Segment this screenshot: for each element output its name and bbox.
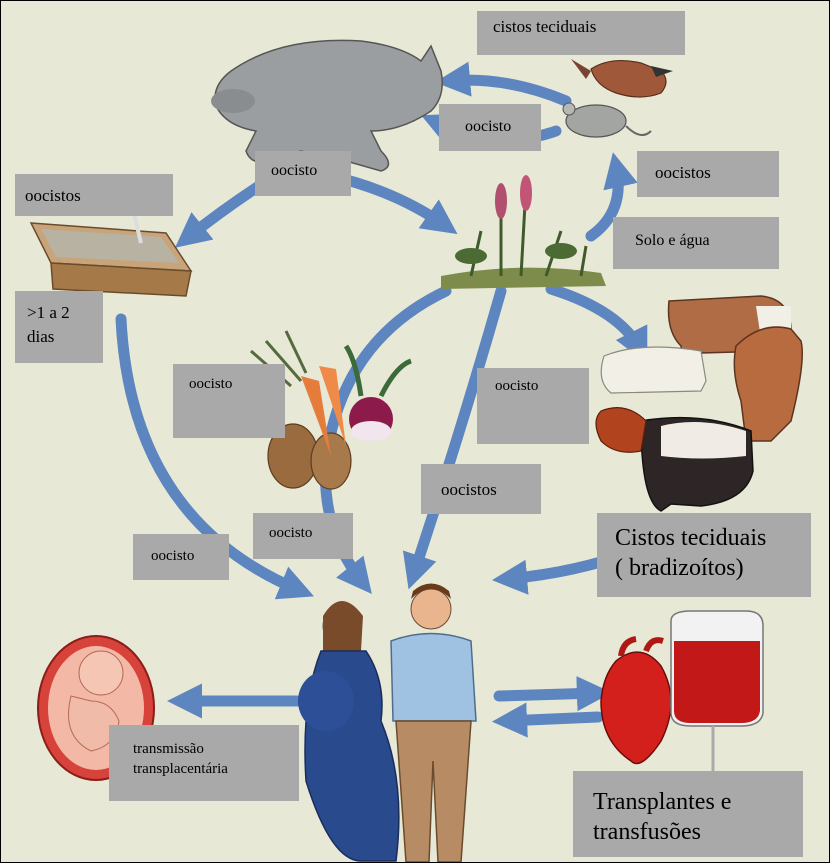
heart-icon xyxy=(601,639,671,764)
label-oocisto-low: oocisto xyxy=(253,513,353,559)
label-oocistos-right: oocistos xyxy=(637,151,779,197)
plants-icon xyxy=(441,175,606,289)
label-text: Solo e água xyxy=(635,232,710,249)
bird-icon xyxy=(571,59,673,97)
label-cistos-teciduais-top: cistos teciduais xyxy=(477,11,685,55)
label-text-line1: transmissão xyxy=(133,739,299,759)
label-text: oocistos xyxy=(25,186,81,205)
label-oocistos-left: oocistos xyxy=(15,174,173,216)
label-text: cistos teciduais xyxy=(493,17,596,36)
label-solo-agua: Solo e água xyxy=(613,217,779,269)
label-text: oocisto xyxy=(495,378,538,394)
label-oocisto-veg: oocisto xyxy=(173,364,285,438)
label-oocisto-rodent: oocisto xyxy=(439,104,541,151)
arrow-humans-to-organs xyxy=(499,693,598,696)
label-cistos-teciduais-main: Cistos teciduais( bradizoítos) xyxy=(597,513,811,597)
label-text: oocisto xyxy=(189,376,232,392)
label-text-line1: >1 a 2 xyxy=(27,301,103,325)
man-icon xyxy=(391,584,476,863)
label-text: oocistos xyxy=(441,480,497,499)
mouse-icon xyxy=(563,103,651,137)
label-oocisto-lowleft: oocisto xyxy=(133,534,229,580)
arrow-organs-to-humans xyxy=(506,717,598,721)
label-text: oocisto xyxy=(269,525,312,541)
label-oocisto-cat: oocisto xyxy=(255,151,351,196)
label-text-line2: dias xyxy=(27,325,103,349)
label-text-line1: Transplantes e xyxy=(593,787,803,817)
label-text: oocisto xyxy=(271,162,317,179)
arrow-cat-to-litter xyxy=(186,186,259,239)
label-text-line2: transplacentária xyxy=(133,759,299,779)
label-oocisto-mid: oocisto xyxy=(477,368,589,444)
blood-bag-icon xyxy=(671,611,763,771)
label-text-line2: ( bradizoítos) xyxy=(615,553,811,583)
label-text: oocistos xyxy=(655,163,711,182)
pregnant-woman-icon xyxy=(298,601,399,861)
label-text-line2: transfusões xyxy=(593,817,803,847)
arrow-soil-to-livestock xyxy=(551,289,641,351)
label-text: oocisto xyxy=(151,548,194,564)
label-text: oocisto xyxy=(465,118,511,135)
label-oocistos-center: oocistos xyxy=(421,464,541,514)
arrow-bird-to-cat xyxy=(449,80,566,101)
label-text-line1: Cistos teciduais xyxy=(615,523,811,553)
